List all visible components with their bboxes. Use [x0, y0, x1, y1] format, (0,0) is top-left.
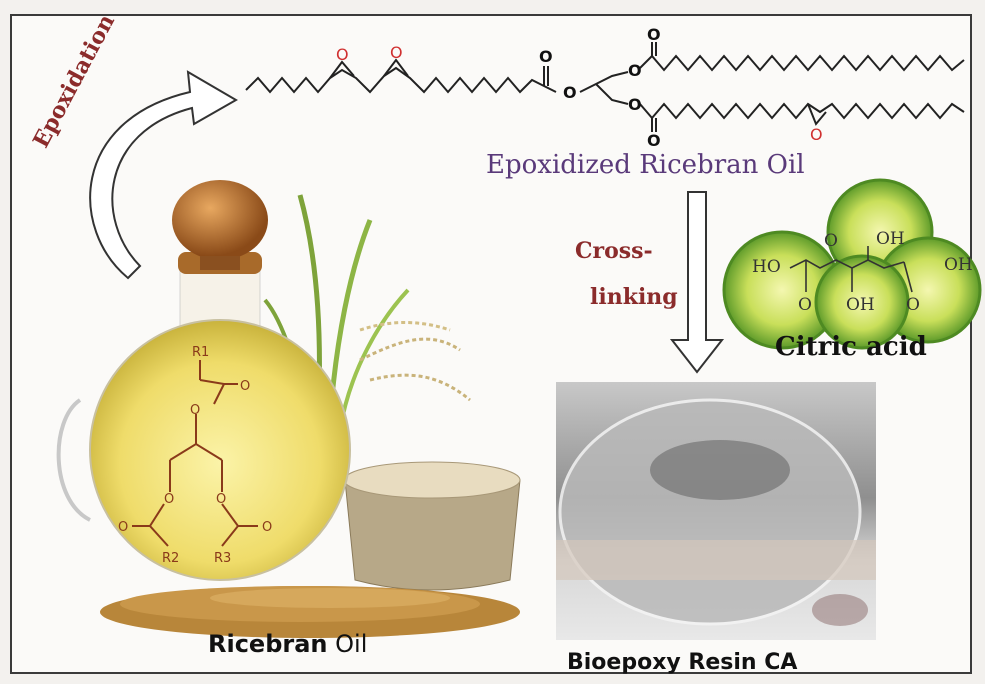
- ester-oxygen-1: O: [563, 83, 577, 102]
- carbonyl-oxygen-1: O: [539, 47, 553, 66]
- epoxide-oxygen-2: O: [390, 43, 403, 62]
- bottle-oxygen-2: O: [190, 403, 200, 418]
- epoxidized-oil-label: Epoxidized Ricebran Oil: [486, 150, 805, 180]
- down-arrow-icon: [669, 191, 725, 374]
- triglyceride-structure: [132, 360, 258, 547]
- oil-word: Oil: [335, 630, 368, 658]
- bioepoxy-resin-image: [556, 382, 876, 640]
- oil-bottle-image: [56, 180, 351, 581]
- citric-oxygen-top: O: [824, 231, 838, 251]
- bioepoxy-resin-label: Bioepoxy Resin CA: [567, 650, 798, 675]
- bottle-oxygen-6: O: [262, 520, 272, 535]
- citric-ho: HO: [752, 257, 781, 277]
- ester-oxygen-3: O: [628, 95, 642, 114]
- rice-bowl-image: [343, 461, 521, 591]
- r3-label: R3: [214, 551, 231, 566]
- curved-arrow-icon: [89, 70, 238, 280]
- citric-oxygen-right: O: [906, 295, 920, 315]
- carbonyl-oxygen-3: O: [647, 131, 661, 150]
- citric-acid-structure: [789, 246, 913, 293]
- crosslinking-label-line2: linking: [590, 284, 678, 310]
- r2-label: R2: [162, 551, 179, 566]
- r1-label: R1: [192, 345, 209, 360]
- citric-acid-label: Citric acid: [775, 332, 927, 362]
- epoxidized-molecule: [245, 42, 965, 132]
- citric-oh-bottom: OH: [846, 295, 875, 315]
- ester-oxygen-2: O: [628, 61, 642, 80]
- epoxide-oxygen-3: O: [810, 125, 823, 144]
- bottle-oxygen-1: O: [240, 379, 250, 394]
- lime-image: [722, 178, 982, 350]
- bottle-oxygen-5: O: [118, 520, 128, 535]
- crosslinking-label-line1: Cross-: [575, 238, 653, 264]
- citric-oh-right: OH: [944, 255, 973, 275]
- bottle-oxygen-3: O: [164, 492, 174, 507]
- citric-oh-top: OH: [876, 229, 905, 249]
- ricebran-oil-label: Ricebran Oil: [208, 630, 367, 658]
- bottle-oxygen-4: O: [216, 492, 226, 507]
- rice-grain-pile: [100, 586, 520, 638]
- ricebran-word: Ricebran: [208, 630, 328, 658]
- citric-oxygen-left: O: [798, 295, 812, 315]
- carbonyl-oxygen-2: O: [647, 25, 661, 44]
- epoxide-oxygen-1: O: [336, 45, 349, 64]
